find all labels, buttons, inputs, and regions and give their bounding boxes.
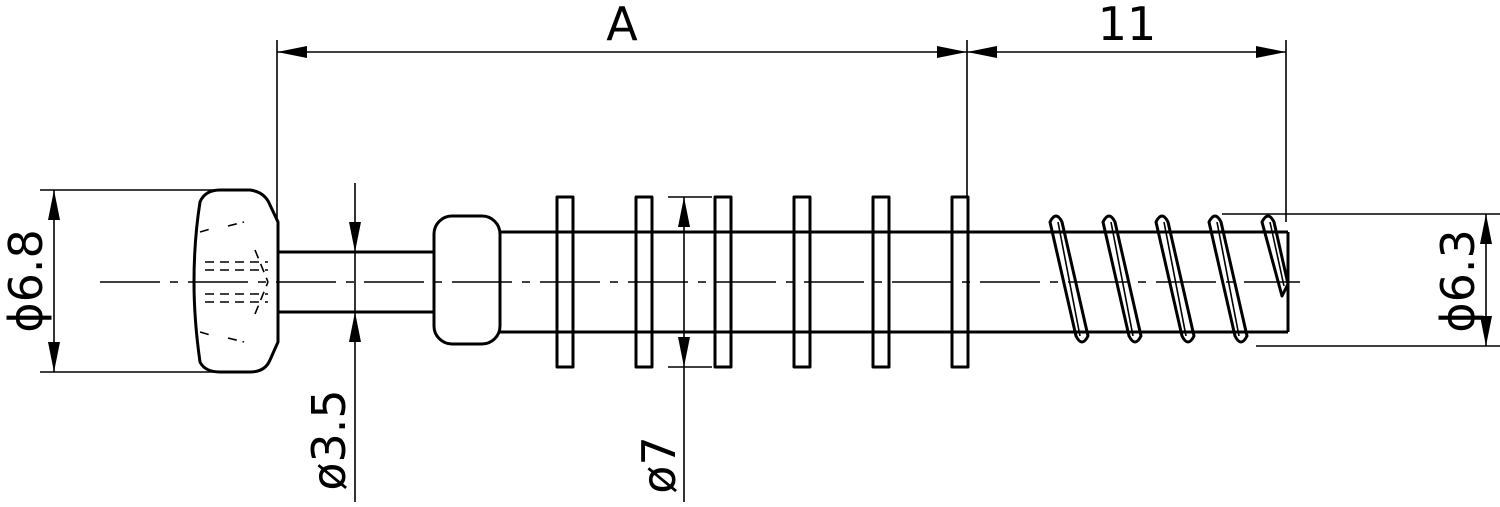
bolt-collar <box>432 214 502 346</box>
bolt-ribs <box>555 195 970 369</box>
bolt-neck <box>278 250 434 314</box>
bolt-thread <box>1048 214 1290 344</box>
dimension-a: A <box>276 0 968 222</box>
thread-crest <box>1260 214 1290 298</box>
dimension-rib-diameter-label: ø7 <box>632 436 686 493</box>
rib <box>713 195 733 369</box>
dimension-rib-diameter: ø7 <box>632 196 712 502</box>
dimension-thread-diameter-label: ϕ6.3 <box>1431 229 1485 333</box>
dimension-thread-length: 11 <box>967 0 1287 222</box>
rib <box>950 195 970 369</box>
rib <box>555 195 575 369</box>
hidden-line <box>254 281 269 315</box>
hidden-line <box>199 227 215 233</box>
thread-crest <box>1154 214 1196 344</box>
rib <box>871 195 891 369</box>
hidden-line <box>227 221 245 227</box>
dimension-head-diameter-label: ϕ6.8 <box>0 229 53 333</box>
hidden-line <box>254 249 269 283</box>
thread-crest <box>1207 214 1249 344</box>
dimension-a-label: A <box>606 0 638 51</box>
bolt-head <box>192 188 280 374</box>
thread-crest <box>1101 214 1143 344</box>
rib <box>792 195 812 369</box>
thread-crest <box>1048 214 1090 344</box>
dimension-neck-diameter-label: ø3.5 <box>302 389 356 490</box>
dimension-thread-length-label: 11 <box>1098 0 1157 51</box>
rib <box>634 195 654 369</box>
dimension-thread-diameter: ϕ6.3 <box>1222 213 1500 347</box>
hidden-line <box>227 337 245 343</box>
dimension-head-diameter: ϕ6.8 <box>0 189 220 373</box>
dimension-neck-diameter: ø3.5 <box>302 183 361 502</box>
hidden-line <box>199 331 215 337</box>
